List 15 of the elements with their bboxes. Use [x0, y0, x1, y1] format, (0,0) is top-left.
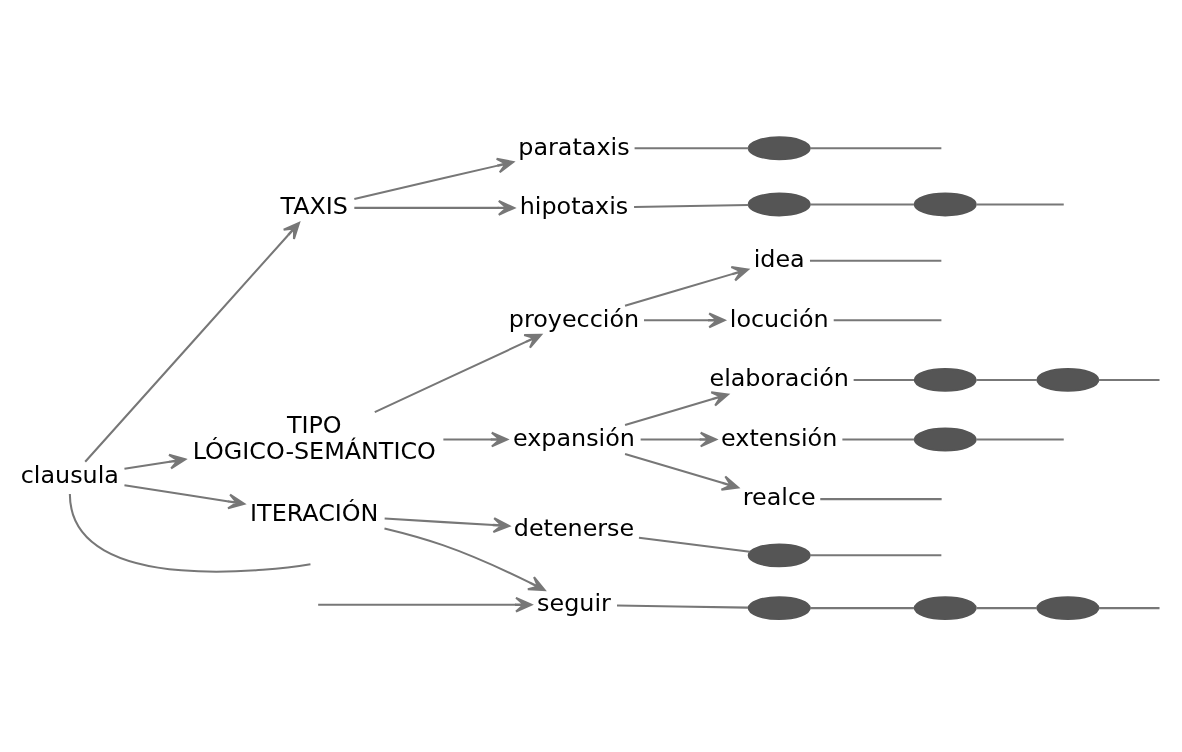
- node-text: clausula: [20, 460, 119, 489]
- node-text: seguir: [537, 588, 611, 617]
- node-text: TAXIS: [280, 191, 348, 220]
- node-text: locución: [729, 304, 829, 333]
- node-text: expansión: [513, 423, 635, 452]
- node-text: elaboración: [709, 363, 849, 392]
- node-text: parataxis: [518, 132, 630, 161]
- node-text: realce: [742, 482, 816, 511]
- node-text: hipotaxis: [519, 191, 629, 220]
- node-text: proyección: [508, 304, 640, 333]
- node-text: detenerse: [513, 513, 635, 542]
- node-text: ITERACIÓN: [250, 498, 379, 527]
- node-text: idea: [753, 244, 805, 273]
- node-text: extensión: [721, 423, 838, 452]
- node-text: TIPO LÓGICO-SEMÁNTICO: [192, 410, 436, 465]
